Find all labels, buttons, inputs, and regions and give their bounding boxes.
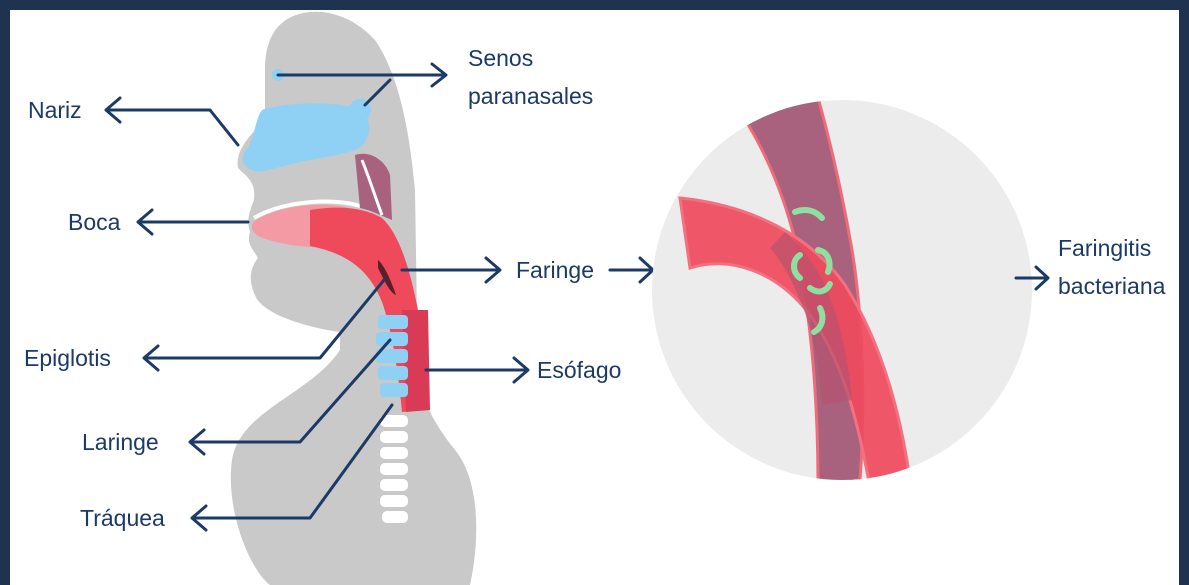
label-faringitis-line1: Faringitis — [1058, 235, 1151, 261]
label-nariz: Nariz — [28, 97, 82, 123]
diagram-frame: Nariz Senos paranasales Boca Faringe Epi… — [10, 10, 1179, 585]
nariz-pointer — [108, 110, 238, 145]
label-traquea: Tráquea — [80, 505, 165, 531]
label-esofago: Esófago — [537, 357, 621, 383]
trachea-rings — [380, 415, 408, 523]
anatomy-diagram: Nariz Senos paranasales Boca Faringe Epi… — [10, 10, 1179, 585]
label-senos-line1: Senos — [468, 45, 533, 71]
label-boca: Boca — [68, 209, 121, 235]
label-faringe: Faringe — [516, 257, 594, 283]
head-silhouette — [231, 12, 476, 585]
label-laringe: Laringe — [82, 429, 159, 455]
larynx-rings — [376, 315, 408, 397]
label-faringitis-line2: bacteriana — [1058, 273, 1166, 299]
label-senos-line2: paranasales — [468, 83, 593, 109]
label-epiglotis: Epiglotis — [24, 345, 111, 371]
